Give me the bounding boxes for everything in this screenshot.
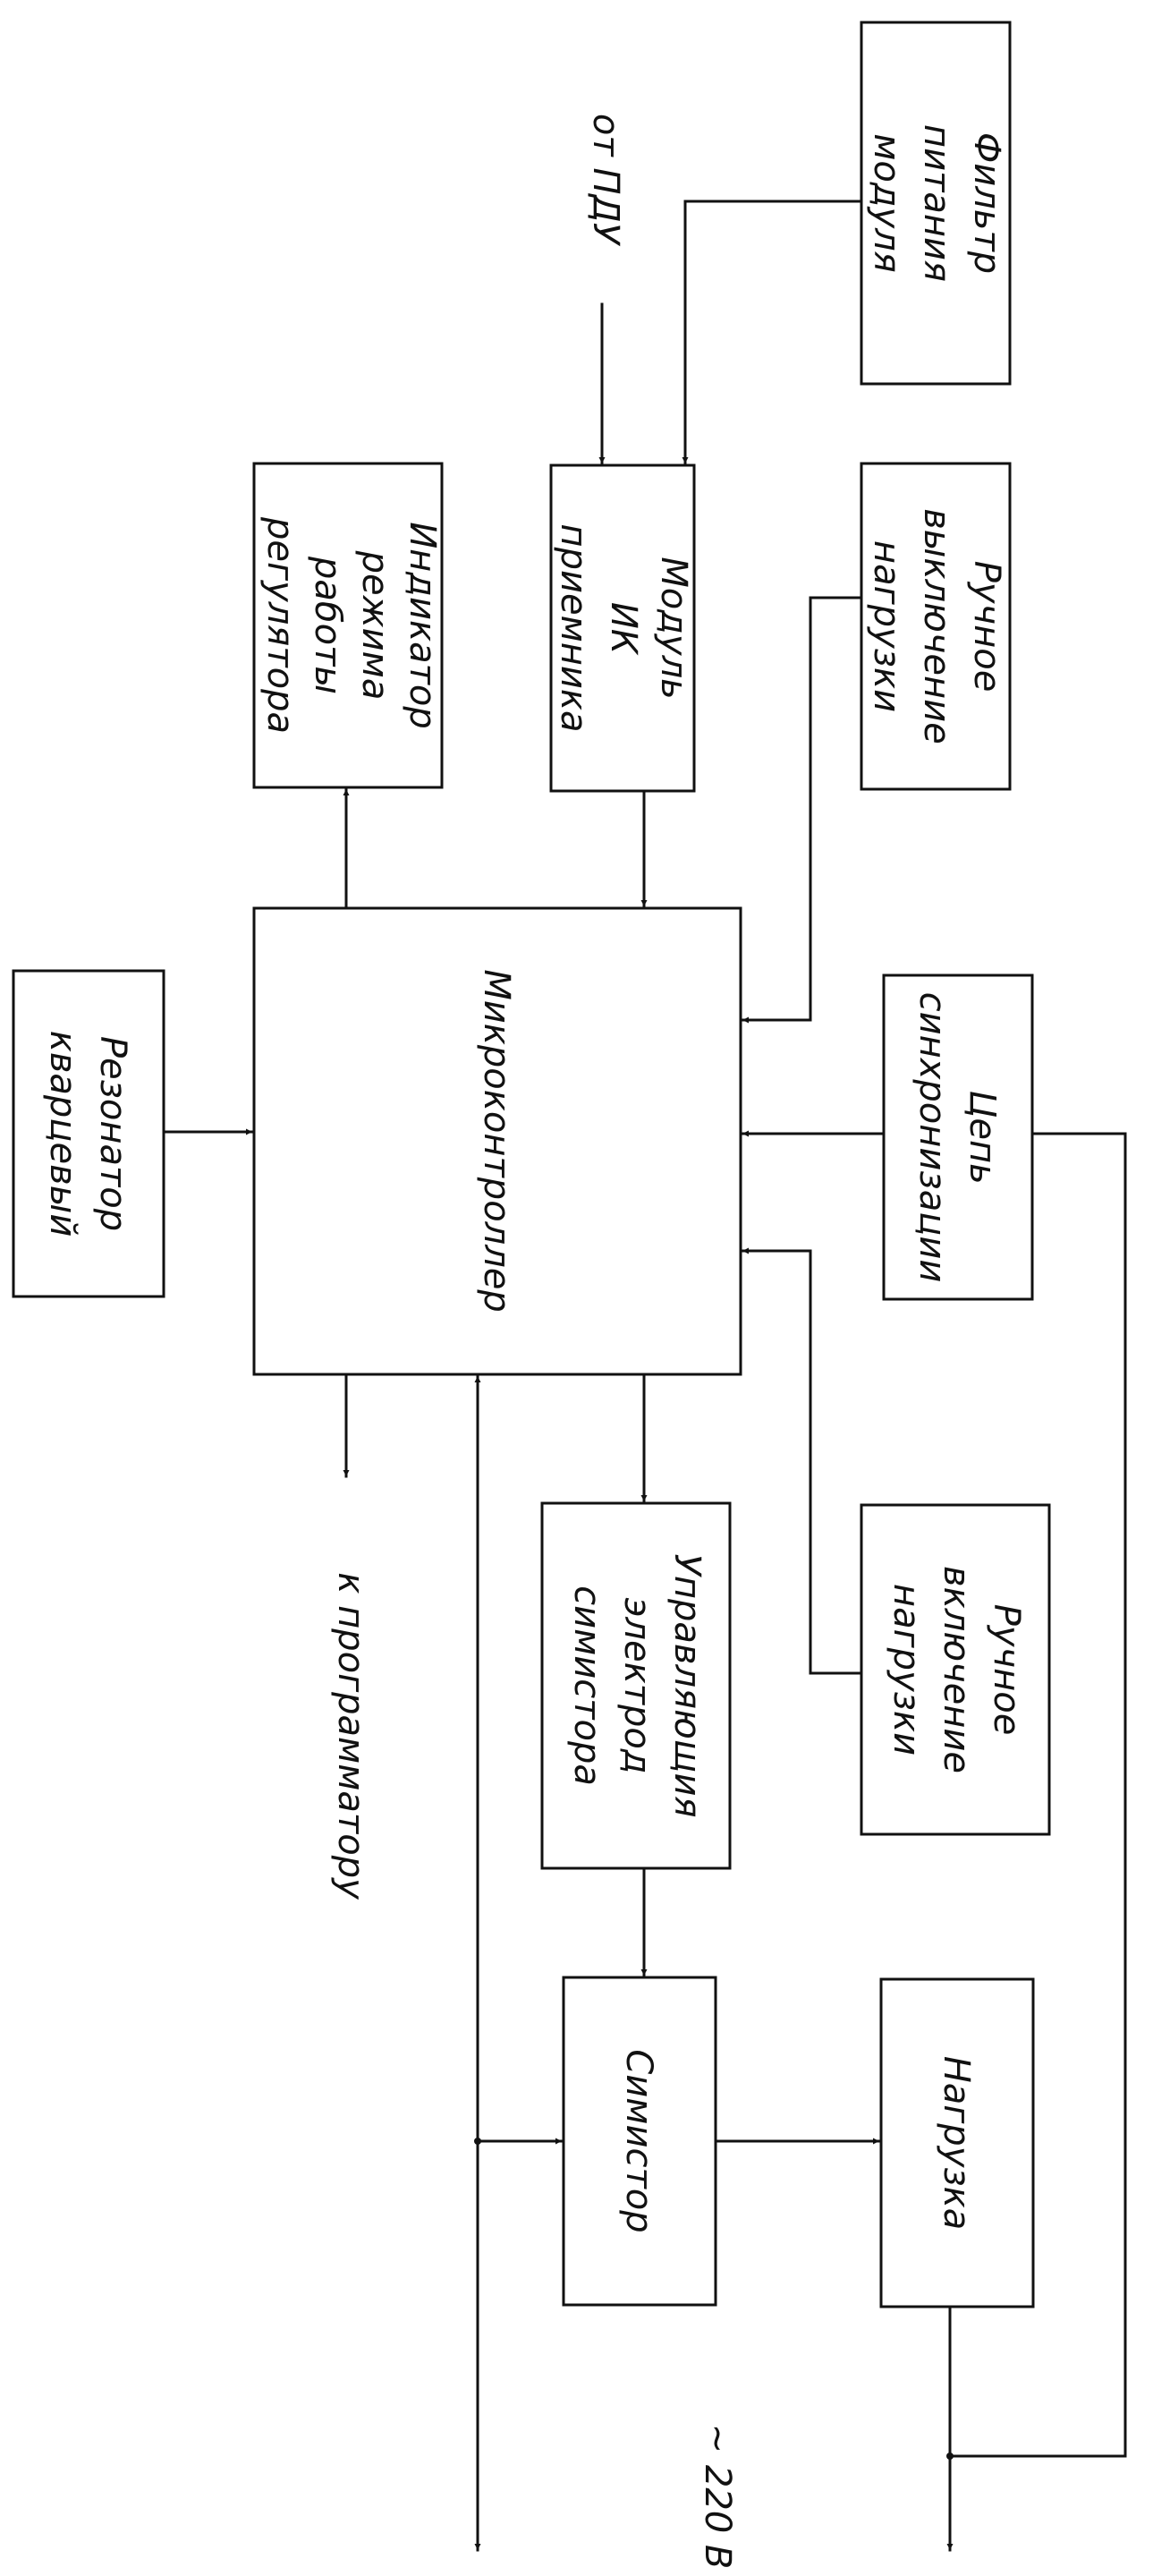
load-junction-dot <box>946 2453 954 2460</box>
resonator-label-2: кварцевый <box>42 1031 83 1237</box>
ir-label-2: ИК <box>603 602 644 656</box>
microcontroller-block: Микроконтроллер <box>252 906 742 1376</box>
manual-on-label-3: нагрузки <box>886 1584 927 1756</box>
filter-block: Фильтр питания модуля <box>860 21 1012 386</box>
triac-block: Симистор <box>562 1976 717 2307</box>
sync-label-1: Цепь <box>962 1090 1003 1184</box>
manual-on-to-mcu-wire <box>741 1247 863 1675</box>
indicator-block: Индикатор режима работы регулятора <box>252 462 444 789</box>
gate-label-2: электрод <box>616 1597 657 1773</box>
resonator-label-1: Резонатор <box>92 1036 133 1231</box>
manual-on-label-1: Ручное <box>986 1604 1027 1736</box>
indicator-label-1: Индикатор <box>402 522 443 729</box>
sync-label-2: синхронизации <box>911 992 953 1283</box>
ir-label-1: Модуль <box>653 557 694 699</box>
load-block: Нагрузка <box>879 1977 1035 2308</box>
bus-junction-dot <box>474 2138 481 2145</box>
manual-off-block: Ручное выключение нагрузки <box>860 462 1012 791</box>
gate-label-3: симистора <box>566 1586 607 1786</box>
remote-control-label: от ПДУ <box>585 114 626 247</box>
manual-off-label-1: Ручное <box>966 561 1007 693</box>
gate-electrode-block: Управляющия электрод симистора <box>540 1501 732 1870</box>
manual-on-label-2: включение <box>936 1566 977 1773</box>
manual-off-label-3: нагрузки <box>866 540 907 712</box>
ir-label-3: приемника <box>553 523 594 732</box>
filter-label-3: модуля <box>866 133 907 273</box>
load-to-sync-wire <box>948 1132 1127 2458</box>
programmer-label: к программатору <box>330 1572 371 1900</box>
resonator-block: Резонатор кварцевый <box>12 969 165 1298</box>
indicator-label-3: работы <box>307 556 348 694</box>
manual-off-label-2: выключение <box>916 508 957 744</box>
triac-label: Симистор <box>618 2049 659 2232</box>
gate-label-1: Управляющия <box>666 1553 708 1817</box>
manual-off-to-mcu-wire <box>741 596 863 1024</box>
filter-label-2: питания <box>916 124 957 282</box>
sync-block: Цепь синхронизации <box>882 973 1034 1301</box>
load-label: Нагрузка <box>936 2056 977 2231</box>
filter-to-ir-wire <box>682 200 863 465</box>
indicator-label-2: режима <box>354 550 395 701</box>
filter-label-1: Фильтр <box>966 132 1007 274</box>
ir-receiver-block: Модуль ИК приемника <box>549 463 696 793</box>
manual-on-block: Ручное включение нагрузки <box>860 1503 1051 1836</box>
mcu-label: Микроконтроллер <box>476 969 517 1313</box>
indicator-label-4: регулятора <box>259 516 301 734</box>
mains-voltage-label: ~ 220 В <box>697 2424 738 2570</box>
